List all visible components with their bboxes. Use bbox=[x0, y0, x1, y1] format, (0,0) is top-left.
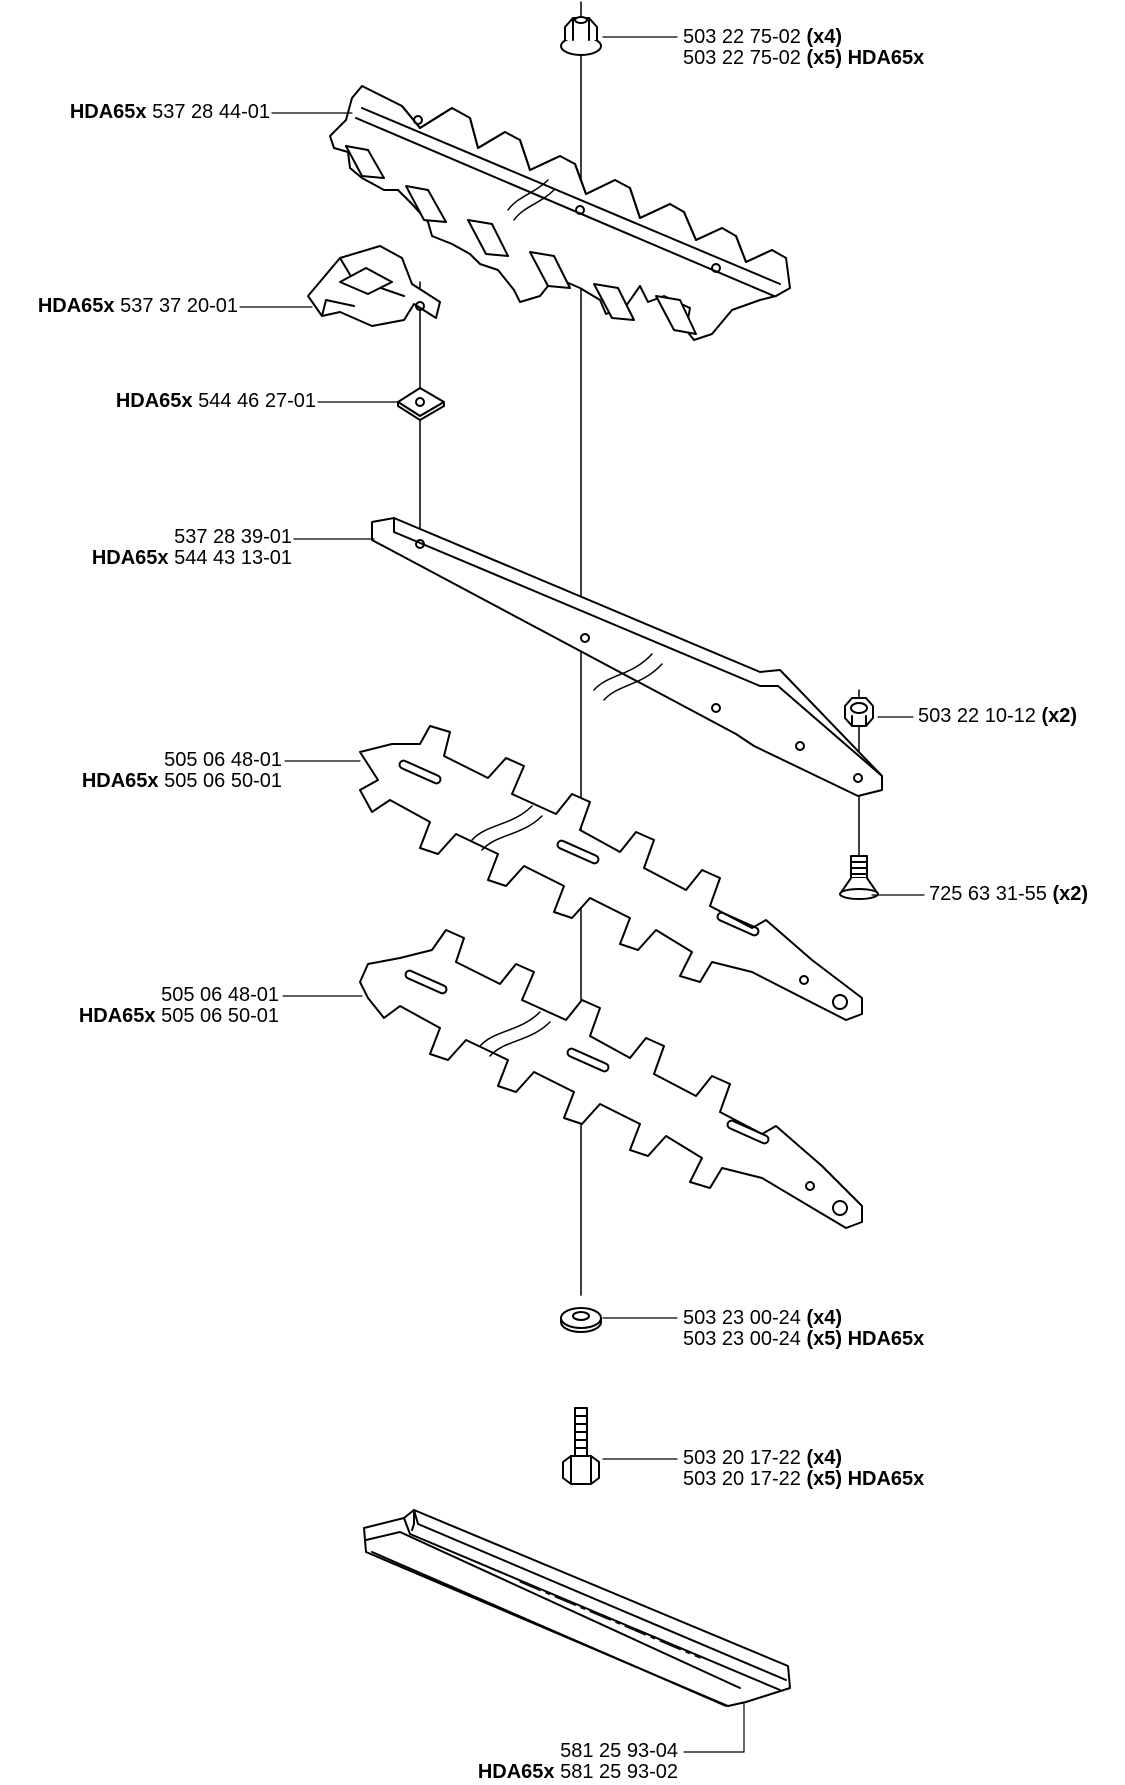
callout-screw: 725 63 31-55 (x2) bbox=[929, 884, 1088, 905]
part-number: 505 06 48-01 bbox=[164, 749, 282, 771]
model-code: HDA65x bbox=[847, 1328, 925, 1350]
model-code: HDA65x bbox=[37, 295, 115, 317]
quantity: (x5) bbox=[806, 1328, 843, 1350]
cutter-blade-a-drawing bbox=[359, 725, 863, 1021]
part-number: 725 63 31-55 bbox=[929, 883, 1047, 905]
model-code: HDA65x bbox=[81, 770, 159, 792]
quantity: (x4) bbox=[806, 26, 843, 48]
part-number: 505 06 50-01 bbox=[164, 770, 282, 792]
part-number: 505 06 50-01 bbox=[161, 1005, 279, 1027]
quantity: (x2) bbox=[1052, 883, 1089, 905]
callout-round-washer: 503 23 00-24 (x4) 503 23 00-24 (x5) HDA6… bbox=[683, 1308, 924, 1350]
cutter-blade-b-drawing bbox=[359, 929, 863, 1229]
part-number: 505 06 48-01 bbox=[161, 984, 279, 1006]
model-code: HDA65x bbox=[69, 101, 147, 123]
callout-cutter-b: 505 06 48-01 HDA65x 505 06 50-01 bbox=[79, 985, 279, 1027]
callout-small-nut: 503 22 10-12 (x2) bbox=[918, 706, 1077, 727]
part-number: 503 20 17-22 bbox=[683, 1468, 801, 1490]
callout-bolt: 503 20 17-22 (x4) 503 20 17-22 (x5) HDA6… bbox=[683, 1448, 924, 1490]
part-number: 581 25 93-04 bbox=[560, 1740, 678, 1762]
quantity: (x5) bbox=[806, 1468, 843, 1490]
part-number: 537 28 44-01 bbox=[152, 101, 270, 123]
bar-drawing bbox=[371, 517, 883, 797]
round-washer-drawing bbox=[560, 1307, 602, 1333]
part-number: 503 23 00-24 bbox=[683, 1307, 801, 1329]
quantity: (x2) bbox=[1041, 705, 1078, 727]
callout-cutter-a: 505 06 48-01 HDA65x 505 06 50-01 bbox=[82, 750, 282, 792]
quantity: (x4) bbox=[806, 1307, 843, 1329]
part-number: 544 43 13-01 bbox=[174, 547, 292, 569]
part-number: 544 46 27-01 bbox=[198, 390, 316, 412]
hex-nut-small bbox=[844, 697, 874, 727]
callout-square-washer: HDA65x 544 46 27-01 bbox=[116, 391, 316, 412]
callout-guide-bracket: HDA65x 537 37 20-01 bbox=[38, 296, 238, 317]
upper-blade-drawing bbox=[329, 85, 791, 341]
blade-guard-drawing bbox=[363, 1509, 791, 1707]
countersunk-screw bbox=[839, 855, 879, 900]
model-code: HDA65x bbox=[91, 547, 169, 569]
callout-blade-guard: 581 25 93-04 HDA65x 581 25 93-02 bbox=[478, 1741, 678, 1783]
part-number: 503 23 00-24 bbox=[683, 1328, 801, 1350]
part-number: 503 20 17-22 bbox=[683, 1447, 801, 1469]
model-code: HDA65x bbox=[78, 1005, 156, 1027]
model-code: HDA65x bbox=[847, 47, 925, 69]
callout-upper-blade: HDA65x 537 28 44-01 bbox=[70, 102, 270, 123]
part-number: 503 22 75-02 bbox=[683, 47, 801, 69]
hex-bolt-drawing bbox=[562, 1407, 600, 1485]
quantity: (x5) bbox=[806, 47, 843, 69]
part-number: 537 37 20-01 bbox=[120, 295, 238, 317]
part-number: 503 22 75-02 bbox=[683, 26, 801, 48]
model-code: HDA65x bbox=[115, 390, 193, 412]
guide-bracket-drawing bbox=[307, 245, 441, 327]
flange-nut-top bbox=[560, 16, 602, 56]
square-washer-drawing bbox=[397, 387, 445, 421]
part-number: 537 28 39-01 bbox=[174, 526, 292, 548]
leader-lines bbox=[239, 36, 925, 1753]
part-number: 503 22 10-12 bbox=[918, 705, 1036, 727]
callout-bar: 537 28 39-01 HDA65x 544 43 13-01 bbox=[92, 527, 292, 569]
callout-top-nut: 503 22 75-02 (x4) 503 22 75-02 (x5) HDA6… bbox=[683, 27, 924, 69]
quantity: (x4) bbox=[806, 1447, 843, 1469]
model-code: HDA65x bbox=[847, 1468, 925, 1490]
part-number: 581 25 93-02 bbox=[560, 1761, 678, 1783]
model-code: HDA65x bbox=[477, 1761, 555, 1783]
